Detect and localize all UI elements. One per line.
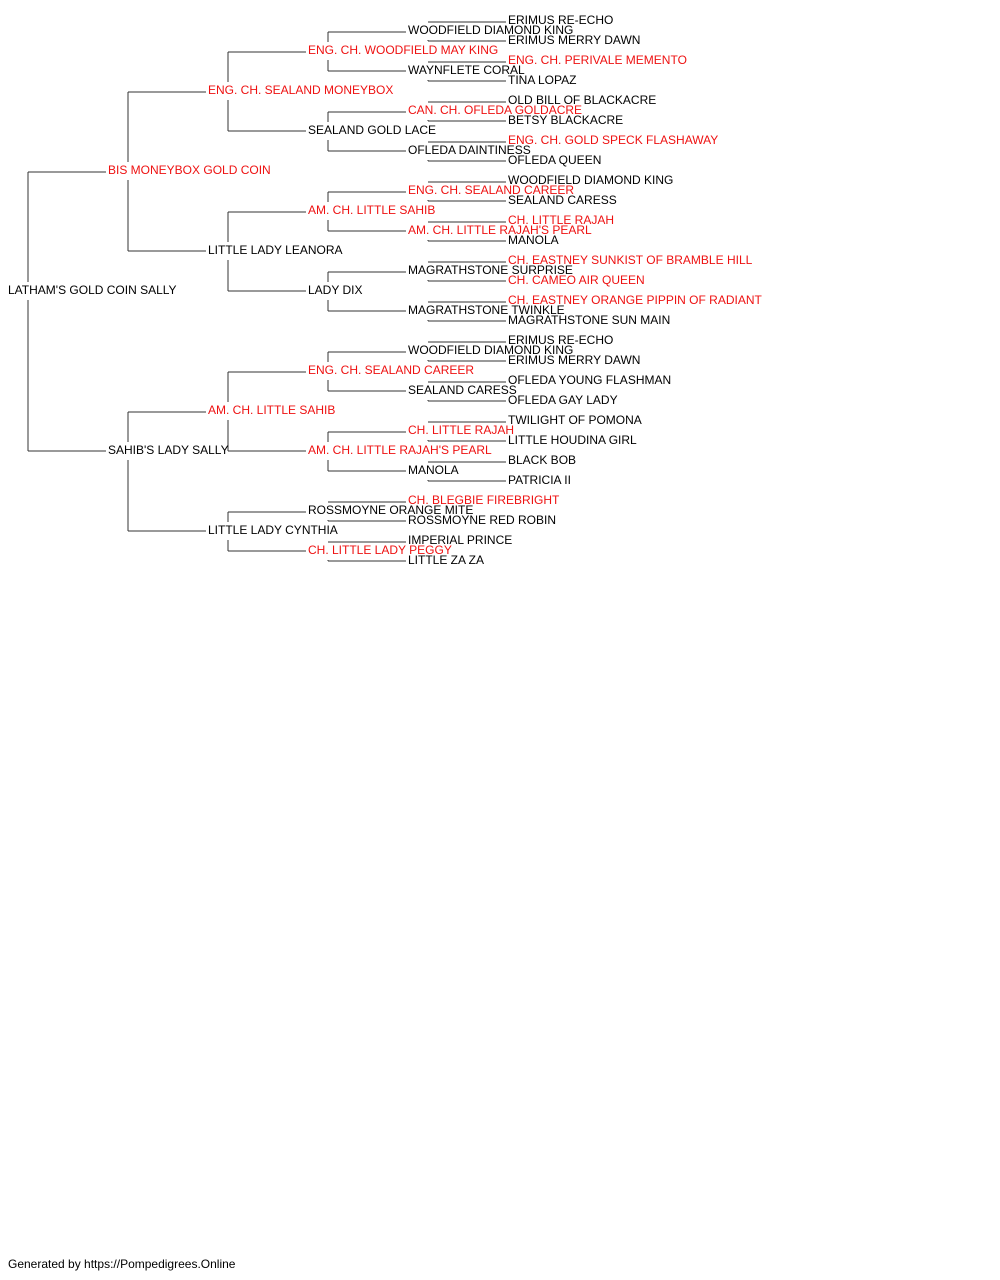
sire-name-gen4: ENG. CH. SEALAND CAREER [408,183,574,197]
dam-name-gen2: LITTLE LADY CYNTHIA [208,523,338,537]
sire-name-gen3: ENG. CH. WOODFIELD MAY KING [308,43,498,57]
dam-name-gen5: ERIMUS MERRY DAWN [508,353,640,367]
sire-name-gen3: ROSSMOYNE ORANGE MITE [308,503,473,517]
sire-name-gen4: CH. BLEGBIE FIREBRIGHT [408,493,560,507]
sire-name-gen4: WOODFIELD DIAMOND KING [408,343,573,357]
sire-name-gen5: OLD BILL OF BLACKACRE [508,93,656,107]
sire-name-gen5: WOODFIELD DIAMOND KING [508,173,673,187]
sire-name-gen3: ENG. CH. SEALAND CAREER [308,363,474,377]
sire-name-gen2: ENG. CH. SEALAND MONEYBOX [208,83,393,97]
sire-name-gen5: BLACK BOB [508,453,576,467]
sire-name-gen5: ENG. CH. GOLD SPECK FLASHAWAY [508,133,718,147]
dam-name-gen5: OFLEDA GAY LADY [508,393,618,407]
sire-name-gen5: ERIMUS RE-ECHO [508,333,613,347]
dam-name-gen5: SEALAND CARESS [508,193,617,207]
dam-name-gen4: MANOLA [408,463,459,477]
dam-name-gen1: SAHIB'S LADY SALLY [108,443,229,457]
sire-name-gen4: CH. LITTLE RAJAH [408,423,514,437]
dam-name-gen5: BETSY BLACKACRE [508,113,623,127]
sire-name-gen5: TWILIGHT OF POMONA [508,413,642,427]
sire-name-gen4: MAGRATHSTONE SURPRISE [408,263,573,277]
dam-name-gen5: TINA LOPAZ [508,73,576,87]
generated-by-footer: Generated by https://Pompedigrees.Online [8,1257,236,1271]
dam-name-gen4: OFLEDA DAINTINESS [408,143,531,157]
dam-name-gen5: MAGRATHSTONE SUN MAIN [508,313,670,327]
sire-name-gen5: ERIMUS RE-ECHO [508,13,613,27]
dam-name-gen4: SEALAND CARESS [408,383,517,397]
sire-name-gen2: AM. CH. LITTLE SAHIB [208,403,335,417]
dam-name-gen2: LITTLE LADY LEANORA [208,243,343,257]
dam-name-gen5: PATRICIA II [508,473,571,487]
dam-name-gen5: OFLEDA QUEEN [508,153,601,167]
dam-name-gen5: ERIMUS MERRY DAWN [508,33,640,47]
dam-name-gen3: LADY DIX [308,283,362,297]
dam-name-gen5: LITTLE HOUDINA GIRL [508,433,637,447]
dam-name-gen4: MAGRATHSTONE TWINKLE [408,303,565,317]
sire-name-gen5: OFLEDA YOUNG FLASHMAN [508,373,671,387]
sire-name-gen4: IMPERIAL PRINCE [408,533,512,547]
sire-name-gen5: ENG. CH. PERIVALE MEMENTO [508,53,687,67]
dam-name-gen3: SEALAND GOLD LACE [308,123,436,137]
sire-name-gen4: CAN. CH. OFLEDA GOLDACRE [408,103,582,117]
sire-name-gen5: CH. EASTNEY SUNKIST OF BRAMBLE HILL [508,253,753,267]
dam-name-gen4: AM. CH. LITTLE RAJAH'S PEARL [408,223,592,237]
dam-name-gen4: WAYNFLETE CORAL [408,63,525,77]
sire-name-gen5: CH. LITTLE RAJAH [508,213,614,227]
dam-name-gen4: LITTLE ZA ZA [408,553,484,567]
dam-name-gen4: ROSSMOYNE RED ROBIN [408,513,556,527]
dam-name-gen5: CH. CAMEO AIR QUEEN [508,273,645,287]
sire-name-gen5: CH. EASTNEY ORANGE PIPPIN OF RADIANT [508,293,762,307]
dam-name-gen5: MANOLA [508,233,559,247]
dam-name-gen3: CH. LITTLE LADY PEGGY [308,543,452,557]
dam-name-gen3: AM. CH. LITTLE RAJAH'S PEARL [308,443,492,457]
connector-lines [27,21,506,562]
sire-name-gen1: BIS MONEYBOX GOLD COIN [108,163,271,177]
subject-name-gen0: LATHAM'S GOLD COIN SALLY [8,283,177,297]
sire-name-gen4: WOODFIELD DIAMOND KING [408,23,573,37]
sire-name-gen3: AM. CH. LITTLE SAHIB [308,203,435,217]
